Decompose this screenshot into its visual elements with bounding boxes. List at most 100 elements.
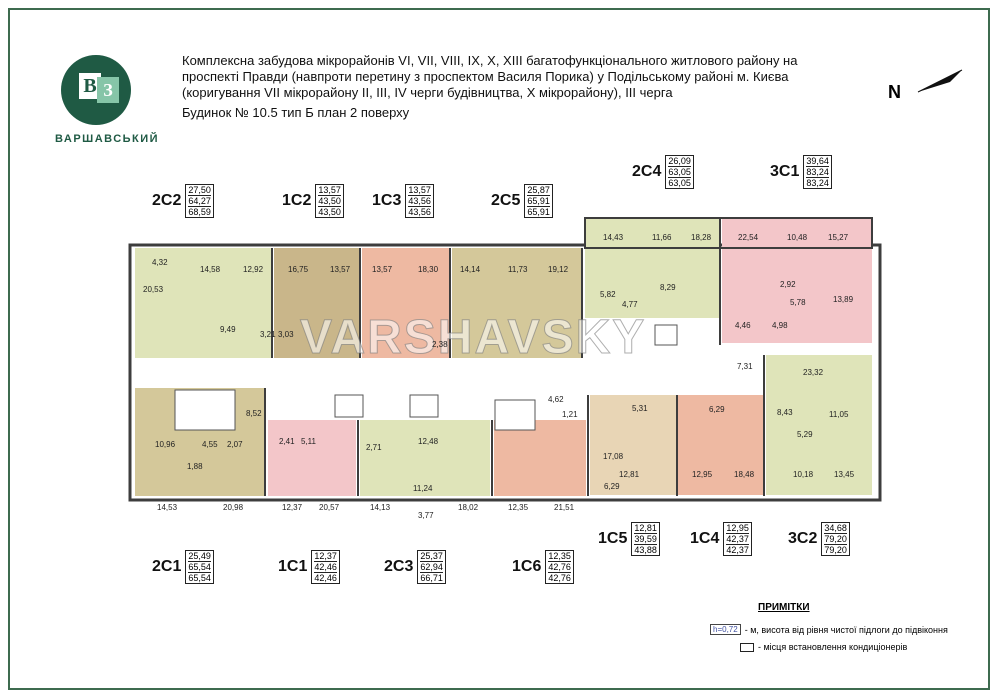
apt-code: 1С4 <box>690 530 720 547</box>
title-line-2: проспекті Правди (навпроти перетину з пр… <box>182 69 789 84</box>
room-area-label: 17,08 <box>603 452 624 461</box>
room-area-label: 8,43 <box>777 408 793 417</box>
apt-1c1 <box>268 420 356 496</box>
room-area-label: 2,41 <box>279 437 295 446</box>
room-area-label: 22,54 <box>738 233 759 242</box>
room-area-label: 18,02 <box>458 503 479 512</box>
room-area-label: 2,71 <box>366 443 382 452</box>
apt-3c1 <box>722 218 872 343</box>
ac-icon <box>740 642 754 652</box>
room-area-label: 3,77 <box>418 511 434 520</box>
room-area-label: 19,12 <box>548 265 569 274</box>
room-area-label: 6,29 <box>709 405 725 414</box>
height-text: - м, висота від рівня чистої підлоги до … <box>744 624 948 635</box>
room-area-label: 14,13 <box>370 503 391 512</box>
room-area-label: 12,35 <box>508 503 529 512</box>
apt-code: 1С6 <box>512 558 542 575</box>
apt-code: 2С3 <box>384 558 414 575</box>
north-arrow: N <box>888 66 968 102</box>
note-height: h=0,72 - м, висота від рівня чистої підл… <box>710 624 948 635</box>
title-line-3: (коригування VII мікрорайону II, III, IV… <box>182 85 673 100</box>
logo: В З ВАРШАВСЬКИЙ <box>55 55 158 150</box>
room-area-label: 7,31 <box>737 362 753 371</box>
apt-code: 2С4 <box>632 163 662 180</box>
room-area-label: 13,89 <box>833 295 854 304</box>
apt-2c2-top <box>135 248 272 358</box>
apt-code: 1С2 <box>282 192 312 209</box>
apt-code: 3С2 <box>788 530 818 547</box>
room-area-label: 8,52 <box>246 409 262 418</box>
room-area-label: 11,73 <box>508 265 528 274</box>
room-area-label: 16,75 <box>288 265 309 274</box>
room-area-label: 5,82 <box>600 290 616 299</box>
apt-1c2 <box>274 248 360 358</box>
project-title: Комплексна забудова мікрорайонів VI, VII… <box>182 53 882 121</box>
apt-code: 1С3 <box>372 192 402 209</box>
room-area-label: 11,24 <box>413 484 433 493</box>
note-ac: - місця встановлення кондиціонерів <box>740 642 907 652</box>
room-area-label: 20,98 <box>223 503 244 512</box>
room-area-label: 4,62 <box>548 395 564 404</box>
north-arrow-icon <box>917 69 963 93</box>
stairwell-right <box>494 399 536 431</box>
room-area-label: 5,78 <box>790 298 806 307</box>
apt-3c2 <box>766 355 872 495</box>
room-area-label: 13,57 <box>330 265 351 274</box>
room-area-label: 4,98 <box>772 321 788 330</box>
title-line-4: Будинок № 10.5 тип Б план 2 поверху <box>182 105 410 120</box>
room-area-label: 18,48 <box>734 470 755 479</box>
room-area-label: 20,53 <box>143 285 164 294</box>
apt-2c5 <box>452 248 582 358</box>
notes-heading: ПРИМІТКИ <box>758 602 810 613</box>
apt-code: 2С2 <box>152 192 182 209</box>
room-area-label: 4,77 <box>622 300 638 309</box>
room-area-label: 2,92 <box>780 280 796 289</box>
apt-2c3 <box>360 420 490 496</box>
room-area-label: 13,57 <box>372 265 393 274</box>
logo-text: ВАРШАВСЬКИЙ <box>55 133 160 145</box>
room-area-label: 15,27 <box>828 233 849 242</box>
room-area-label: 10,18 <box>793 470 814 479</box>
room-area-label: 12,37 <box>282 503 303 512</box>
room-area-label: 5,11 <box>301 437 316 446</box>
height-label: h=0,72 <box>710 624 741 635</box>
room-area-label: 3,03 <box>278 330 294 339</box>
room-area-label: 4,32 <box>152 258 168 267</box>
room-area-label: 10,96 <box>155 440 176 449</box>
apt-code: 1С1 <box>278 558 308 575</box>
room-area-label: 14,53 <box>157 503 178 512</box>
room-area-label: 18,30 <box>418 265 439 274</box>
apt-1c6 <box>494 420 586 496</box>
lift-3 <box>654 324 678 346</box>
apt-1c3 <box>362 248 450 358</box>
watermark: VARSHAVSKY <box>299 311 647 365</box>
room-area-label: 1,21 <box>562 410 578 419</box>
north-label: N <box>888 82 901 102</box>
room-area-label: 10,48 <box>787 233 808 242</box>
apt-code: 1С5 <box>598 530 628 547</box>
logo-letter-right: З <box>97 77 119 103</box>
room-area-label: 12,95 <box>692 470 713 479</box>
room-area-label: 14,58 <box>200 265 221 274</box>
